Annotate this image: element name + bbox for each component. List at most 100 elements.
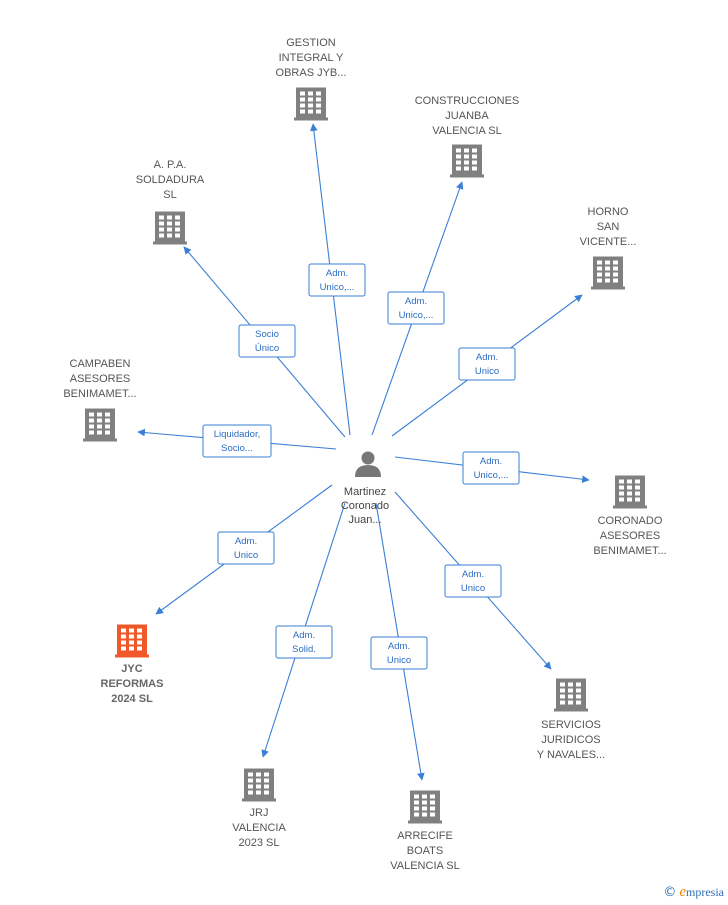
edge-label-construcciones[interactable]: Adm.Unico,... bbox=[387, 291, 445, 325]
building-window bbox=[414, 806, 419, 811]
building-base bbox=[554, 708, 588, 712]
building-base bbox=[408, 820, 442, 824]
edge-label-horno[interactable]: Adm. Unico bbox=[458, 347, 516, 381]
building-window bbox=[137, 640, 142, 645]
building-window bbox=[264, 790, 269, 795]
company-label: 2024 SL bbox=[111, 693, 153, 705]
building-window bbox=[89, 412, 94, 417]
company-node-coronado[interactable]: CORONADOASESORESBENIMAMET... bbox=[593, 475, 667, 558]
building-window bbox=[430, 812, 435, 817]
building-window bbox=[456, 154, 461, 159]
building-window bbox=[89, 418, 94, 423]
building-window bbox=[121, 628, 126, 633]
company-label: Y NAVALES... bbox=[537, 749, 605, 761]
building-window bbox=[464, 166, 469, 171]
edge-label-campaben[interactable]: Liquidador,Socio... bbox=[202, 424, 272, 458]
edge-label-text: Adm. bbox=[476, 352, 498, 363]
building-window bbox=[613, 260, 618, 265]
building-window bbox=[121, 640, 126, 645]
building-window bbox=[613, 278, 618, 283]
building-window bbox=[605, 272, 610, 277]
footer-brand[interactable]: © empresia bbox=[663, 884, 724, 901]
edge-label-text: Adm. bbox=[462, 569, 484, 580]
building-window bbox=[248, 790, 253, 795]
company-node-campaben[interactable]: CAMPABENASESORESBENIMAMET... bbox=[63, 358, 137, 442]
building-window bbox=[316, 109, 321, 114]
edge-label-box bbox=[238, 324, 296, 358]
building-window bbox=[635, 485, 640, 490]
edge-label-text: Unico bbox=[475, 366, 499, 377]
building-window bbox=[464, 154, 469, 159]
building-window bbox=[159, 227, 164, 232]
edge-label-coronado[interactable]: Adm.Unico,... bbox=[462, 451, 520, 485]
edge-label-text: Socio... bbox=[221, 443, 253, 454]
building-window bbox=[576, 682, 581, 687]
building-window bbox=[560, 688, 565, 693]
building-window bbox=[167, 227, 172, 232]
center-node[interactable]: MartinezCoronadoJuan... bbox=[341, 451, 389, 527]
building-window bbox=[597, 272, 602, 277]
building-base bbox=[294, 117, 328, 121]
building-window bbox=[422, 794, 427, 799]
edge-label-arrecife[interactable]: Adm. Unico bbox=[370, 636, 428, 670]
building-icon bbox=[153, 211, 187, 245]
building-window bbox=[456, 160, 461, 165]
building-base bbox=[613, 505, 647, 509]
building-base bbox=[83, 438, 117, 442]
company-node-horno[interactable]: HORNOSANVICENTE... bbox=[580, 206, 637, 290]
edge-label-gestion[interactable]: Adm.Unico,... bbox=[308, 263, 366, 297]
building-base bbox=[450, 174, 484, 178]
edge-label-servicios[interactable]: Adm. Unico bbox=[444, 564, 502, 598]
building-icon bbox=[613, 475, 647, 509]
company-label: ARRECIFE bbox=[397, 830, 453, 842]
edge-label-text: Adm. bbox=[388, 641, 410, 652]
building-window bbox=[560, 694, 565, 699]
company-label: REFORMAS bbox=[101, 678, 164, 690]
building-base bbox=[591, 286, 625, 290]
edge-label-text: Adm. bbox=[235, 536, 257, 547]
edge-label-box bbox=[370, 636, 428, 670]
building-window bbox=[159, 233, 164, 238]
company-label: OBRAS JYB... bbox=[276, 67, 347, 79]
building-window bbox=[300, 109, 305, 114]
person-body bbox=[355, 465, 381, 477]
building-window bbox=[175, 221, 180, 226]
building-window bbox=[137, 628, 142, 633]
company-label: GESTION bbox=[286, 37, 336, 49]
company-label: CAMPABEN bbox=[70, 358, 131, 370]
building-window bbox=[627, 479, 632, 484]
edge-label-text: Unico bbox=[387, 655, 411, 666]
edge-label-text: Socio bbox=[255, 329, 279, 340]
building-window bbox=[264, 778, 269, 783]
edge-label-jyc[interactable]: Adm.Unico bbox=[217, 531, 275, 565]
building-icon bbox=[450, 144, 484, 178]
building-window bbox=[560, 700, 565, 705]
edge-label-box bbox=[387, 291, 445, 325]
edge-label-text: Unico bbox=[461, 583, 485, 594]
building-window bbox=[97, 430, 102, 435]
company-label: 2023 SL bbox=[239, 837, 280, 849]
building-window bbox=[576, 694, 581, 699]
building-window bbox=[97, 424, 102, 429]
company-label: BENIMAMET... bbox=[63, 388, 136, 400]
building-window bbox=[422, 806, 427, 811]
edge-label-text: Adm. bbox=[293, 630, 315, 641]
edges-layer: Adm.Unico,...Adm.Unico,...SocioÚnicoAdm.… bbox=[137, 123, 590, 781]
building-window bbox=[464, 160, 469, 165]
building-icon bbox=[408, 790, 442, 824]
edge-label-text: Unico,... bbox=[474, 470, 509, 481]
edge-label-jrj[interactable]: Adm. Solid. bbox=[275, 625, 333, 659]
building-window bbox=[105, 418, 110, 423]
building-window bbox=[605, 266, 610, 271]
building-window bbox=[619, 479, 624, 484]
company-label: VALENCIA SL bbox=[390, 860, 460, 872]
edge-label-text: Solid. bbox=[292, 644, 316, 655]
